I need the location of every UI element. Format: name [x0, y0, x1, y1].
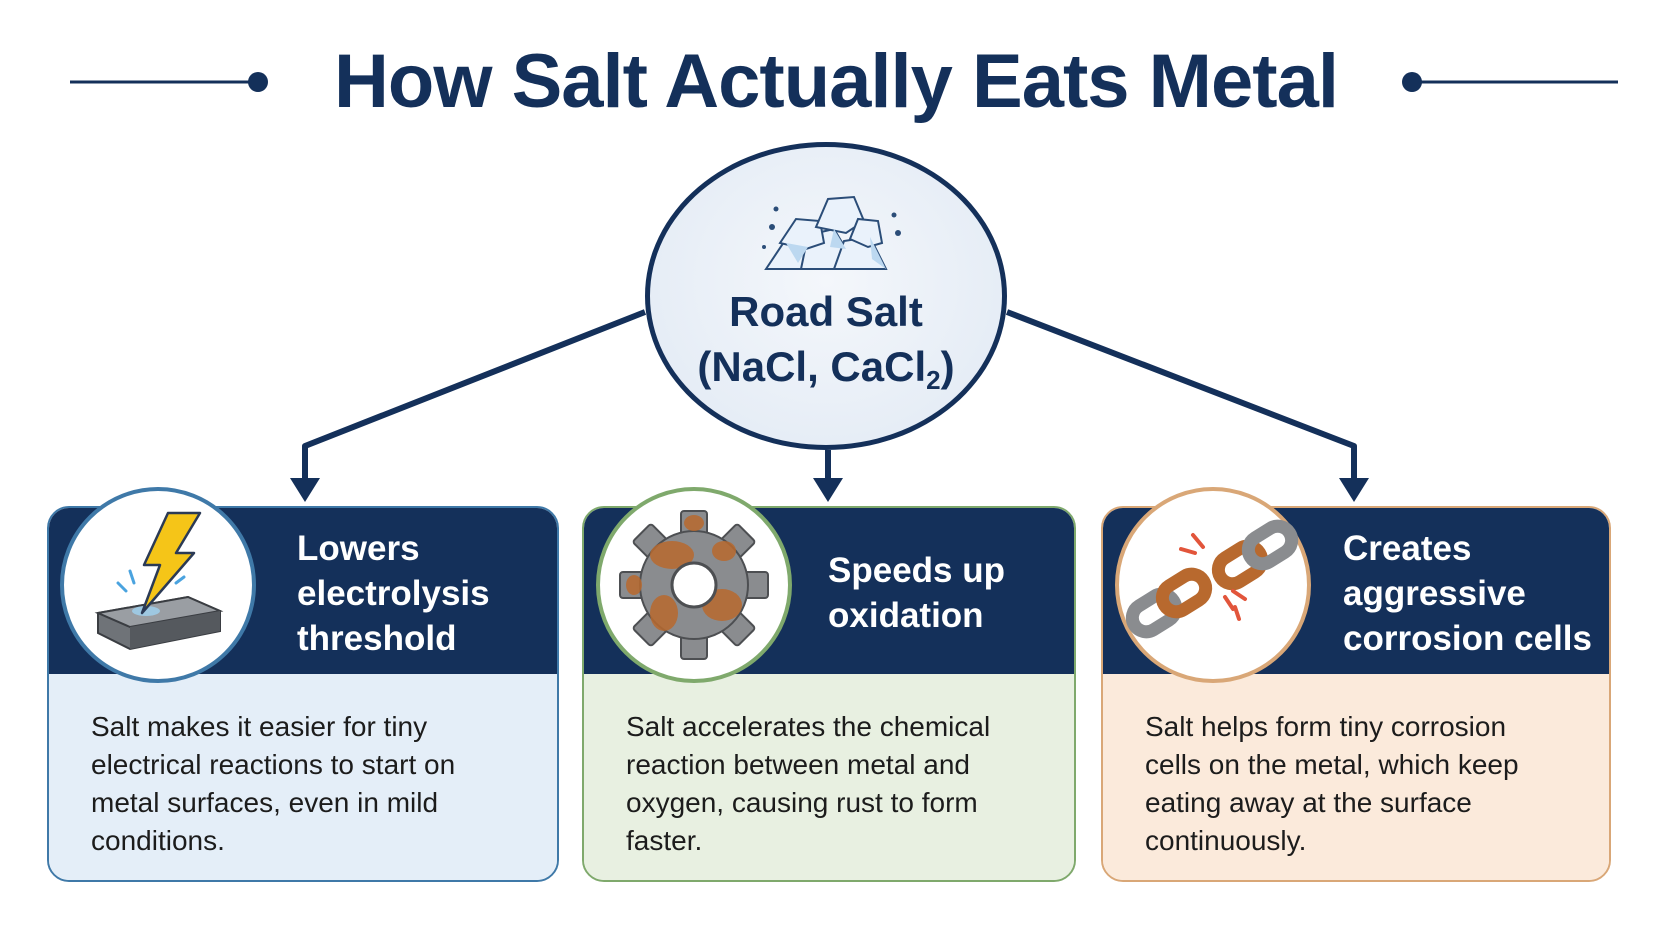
formula-close: ) [940, 343, 955, 390]
card-body: Salt helps form tiny corrosion cells on … [1103, 674, 1609, 880]
icon-circle-corrosion [1115, 487, 1311, 683]
lightning-metal-plate-icon [94, 511, 224, 651]
card-description: Salt makes it easier for tiny electrical… [91, 711, 456, 856]
card-description: Salt helps form tiny corrosion cells on … [1145, 711, 1519, 856]
card-title: Speeds up oxidation [828, 551, 1005, 635]
connector-arrows [290, 309, 1369, 502]
salt-crystals-icon [762, 195, 901, 270]
card-title: Creates aggressive corrosion cells [1343, 529, 1592, 658]
page-title: How Salt Actually Eats Metal [334, 39, 1339, 124]
card-body: Salt accelerates the chemical reaction b… [584, 674, 1074, 880]
card-description: Salt accelerates the chemical reaction b… [626, 711, 991, 856]
rusty-gear-icon [619, 510, 769, 660]
card-body: Salt makes it easier for tiny electrical… [49, 674, 557, 880]
center-label-line1: Road Salt [729, 288, 923, 335]
formula-subscript: 2 [926, 365, 941, 395]
title-rules [70, 72, 1618, 92]
icon-circle-electrolysis [60, 487, 256, 683]
broken-chain-icon [1125, 519, 1299, 639]
card-corrosion-cells: Creates aggressive corrosion cells Salt … [1101, 506, 1611, 882]
icon-circle-oxidation [596, 487, 792, 683]
center-label-line2: (NaCl, CaCl2) [650, 342, 1002, 405]
road-salt-node: Road Salt (NaCl, CaCl2) [645, 142, 1007, 450]
card-title: Lowers electrolysis threshold [297, 529, 490, 658]
formula-main: (NaCl, CaCl [697, 343, 927, 390]
